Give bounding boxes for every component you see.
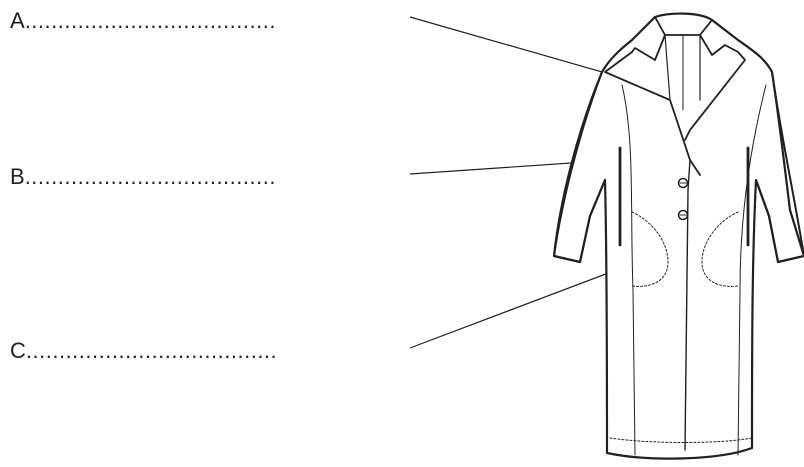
- coat-body-outline: [552, 12, 804, 460]
- label-b-blank[interactable]: ......................................: [24, 164, 276, 189]
- front-edge: [684, 159, 691, 451]
- lapel-fold-left: [664, 34, 671, 101]
- left-lapel: [604, 34, 701, 176]
- label-c-blank[interactable]: ......................................: [25, 338, 278, 363]
- seam-left: [621, 84, 636, 456]
- label-a: A......................................: [10, 10, 276, 32]
- button-bottom: [677, 209, 689, 221]
- label-c: C......................................: [10, 340, 277, 362]
- left-pocket: [631, 211, 669, 287]
- left-sleeve: [553, 71, 606, 263]
- button-top: [677, 177, 689, 189]
- label-b-letter: B: [10, 164, 25, 189]
- label-a-letter: A: [10, 8, 25, 33]
- coat-icon: [552, 12, 804, 460]
- right-lapel: [684, 34, 746, 141]
- hem-stitch: [609, 437, 753, 443]
- right-pocket: [701, 211, 739, 287]
- label-b: B......................................: [10, 166, 276, 188]
- label-a-blank[interactable]: ......................................: [24, 8, 276, 33]
- label-c-letter: C: [10, 338, 26, 363]
